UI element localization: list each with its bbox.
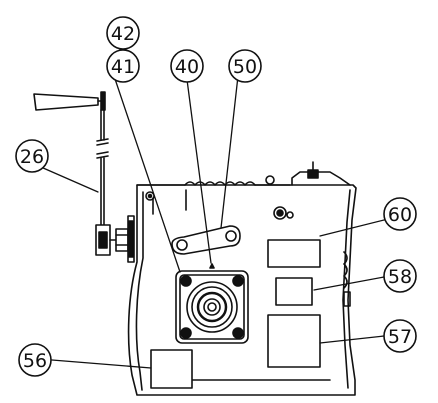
callout-41-label: 41 xyxy=(111,56,135,78)
callout-42: 42 xyxy=(106,16,140,50)
crank-handle xyxy=(33,91,106,111)
bracket-plate xyxy=(171,225,241,255)
top-fittings xyxy=(265,161,351,186)
coupling-assembly xyxy=(95,215,135,263)
label-plate-60 xyxy=(267,239,321,268)
callout-56-label: 56 xyxy=(23,350,47,372)
label-plate-58 xyxy=(275,277,313,306)
callout-26: 26 xyxy=(15,139,49,173)
callout-42-label: 42 xyxy=(111,23,135,45)
callout-58: 58 xyxy=(383,259,417,293)
callout-60: 60 xyxy=(383,197,417,231)
callout-57-label: 57 xyxy=(388,326,412,348)
leader-lines xyxy=(33,69,385,369)
callout-50: 50 xyxy=(228,49,262,83)
callout-56: 56 xyxy=(18,343,52,377)
callout-50-label: 50 xyxy=(233,56,257,78)
right-edge-detail xyxy=(343,251,351,307)
label-plate-56 xyxy=(150,349,193,389)
callout-58-label: 58 xyxy=(388,266,412,288)
callout-40-label: 40 xyxy=(175,56,199,78)
callout-40: 40 xyxy=(170,49,204,83)
callout-60-label: 60 xyxy=(388,204,412,226)
motor-flange xyxy=(175,263,249,344)
callout-57: 57 xyxy=(383,319,417,353)
label-plate-57 xyxy=(267,314,321,368)
crank-shaft xyxy=(96,109,109,226)
callout-41: 41 xyxy=(106,49,140,83)
callout-26-label: 26 xyxy=(20,146,44,168)
